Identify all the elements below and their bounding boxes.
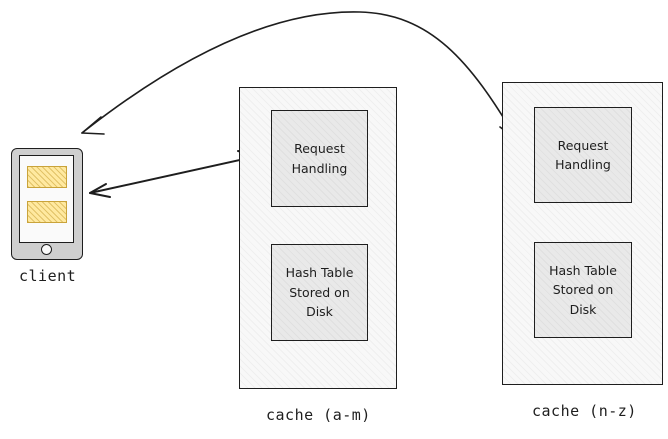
client-phone-icon: [11, 148, 83, 260]
cache-am-label: cache (a-m): [266, 406, 371, 424]
phone-screen: [19, 155, 74, 243]
cache-am-server: Request Handling Hash Table Stored on Di…: [239, 87, 397, 389]
cache-nz-request-handling: Request Handling: [534, 107, 632, 203]
screen-tile-top: [27, 166, 67, 188]
screen-tile-bottom: [27, 201, 67, 223]
client-label: client: [19, 267, 77, 285]
phone-home-button: [41, 244, 52, 255]
arrow-client-to-cache-am: [89, 155, 259, 194]
cache-nz-label: cache (n-z): [532, 402, 637, 420]
arrowhead-client-side: [81, 116, 105, 135]
arrowhead-client-lower: [89, 183, 111, 198]
cache-am-request-handling: Request Handling: [271, 110, 368, 207]
cache-am-hash-table: Hash Table Stored on Disk: [271, 244, 368, 341]
cache-nz-server: Request Handling Hash Table Stored on Di…: [502, 82, 663, 385]
cache-nz-hash-table: Hash Table Stored on Disk: [534, 242, 632, 338]
